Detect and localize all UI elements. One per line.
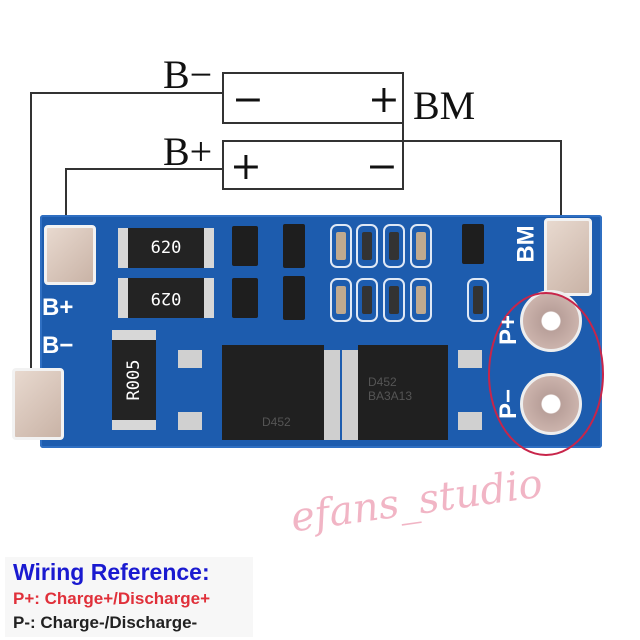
legend-p-plus: P+: Charge+/Discharge+ [13, 589, 211, 608]
wire-bm-link [402, 92, 404, 170]
battery-top [222, 72, 404, 124]
ic-1 [232, 226, 258, 266]
ic-3 [232, 278, 258, 318]
battery-bottom-minus: − [366, 144, 398, 188]
pad-b-minus [12, 368, 64, 440]
battery-bottom [222, 140, 404, 190]
wire-bm-v [560, 140, 562, 222]
smd-8 [410, 278, 432, 322]
highlight-ellipse [488, 292, 604, 456]
wire-bm-h [404, 140, 560, 142]
label-bm: BM [413, 83, 476, 128]
battery-bottom-plus: + [230, 144, 262, 188]
silk-b-plus: B+ [42, 294, 74, 321]
mosfet-pad [178, 412, 202, 430]
smd-3 [383, 224, 405, 268]
mosfet-pad [178, 350, 202, 368]
wire-b-minus-v [30, 92, 32, 404]
smd-9 [467, 278, 489, 322]
resistor-029: 029 [118, 278, 214, 318]
watermark: efans_studio [288, 460, 546, 542]
smd-6 [356, 278, 378, 322]
ic-5 [462, 224, 484, 264]
wiring-reference: Wiring Reference: P+: Charge+/Discharge+… [5, 557, 253, 637]
silk-p-plus: P+ [495, 314, 523, 346]
smd-2 [356, 224, 378, 268]
mosfet-2: D452 BA3A13 [358, 345, 448, 440]
mosfet-1-tab [322, 350, 340, 440]
smd-5 [330, 278, 352, 322]
label-b-minus: B− [163, 52, 213, 97]
mosfet-2-marking: D452 BA3A13 [368, 375, 413, 403]
smd-7 [383, 278, 405, 322]
wire-b-plus-v [65, 168, 67, 230]
battery-top-minus: − [232, 77, 264, 121]
wire-b-plus-h [65, 168, 224, 170]
mosfet-1-marking: D452 [262, 415, 291, 429]
silk-p-minus: P− [495, 388, 523, 420]
resistor-620: 620 [118, 228, 214, 268]
ic-2 [283, 224, 305, 268]
legend-p-minus: P-: Charge-/Discharge- [13, 613, 198, 632]
silk-bm: BM [512, 225, 540, 263]
mosfet-2-tab [342, 350, 360, 440]
battery-top-plus: + [368, 77, 400, 121]
ic-4 [283, 276, 305, 320]
smd-4 [410, 224, 432, 268]
pad-bm [544, 218, 592, 296]
mosfet-1: D452 [222, 345, 324, 440]
resistor-r005: R005 [112, 330, 156, 430]
silk-b-minus: B− [42, 332, 74, 359]
mosfet-pad [458, 350, 482, 368]
mosfet-pad [458, 412, 482, 430]
pad-b-plus [44, 225, 96, 285]
legend-title: Wiring Reference: [13, 559, 210, 585]
smd-1 [330, 224, 352, 268]
wire-b-minus-h [30, 92, 224, 94]
label-b-plus: B+ [163, 129, 213, 174]
